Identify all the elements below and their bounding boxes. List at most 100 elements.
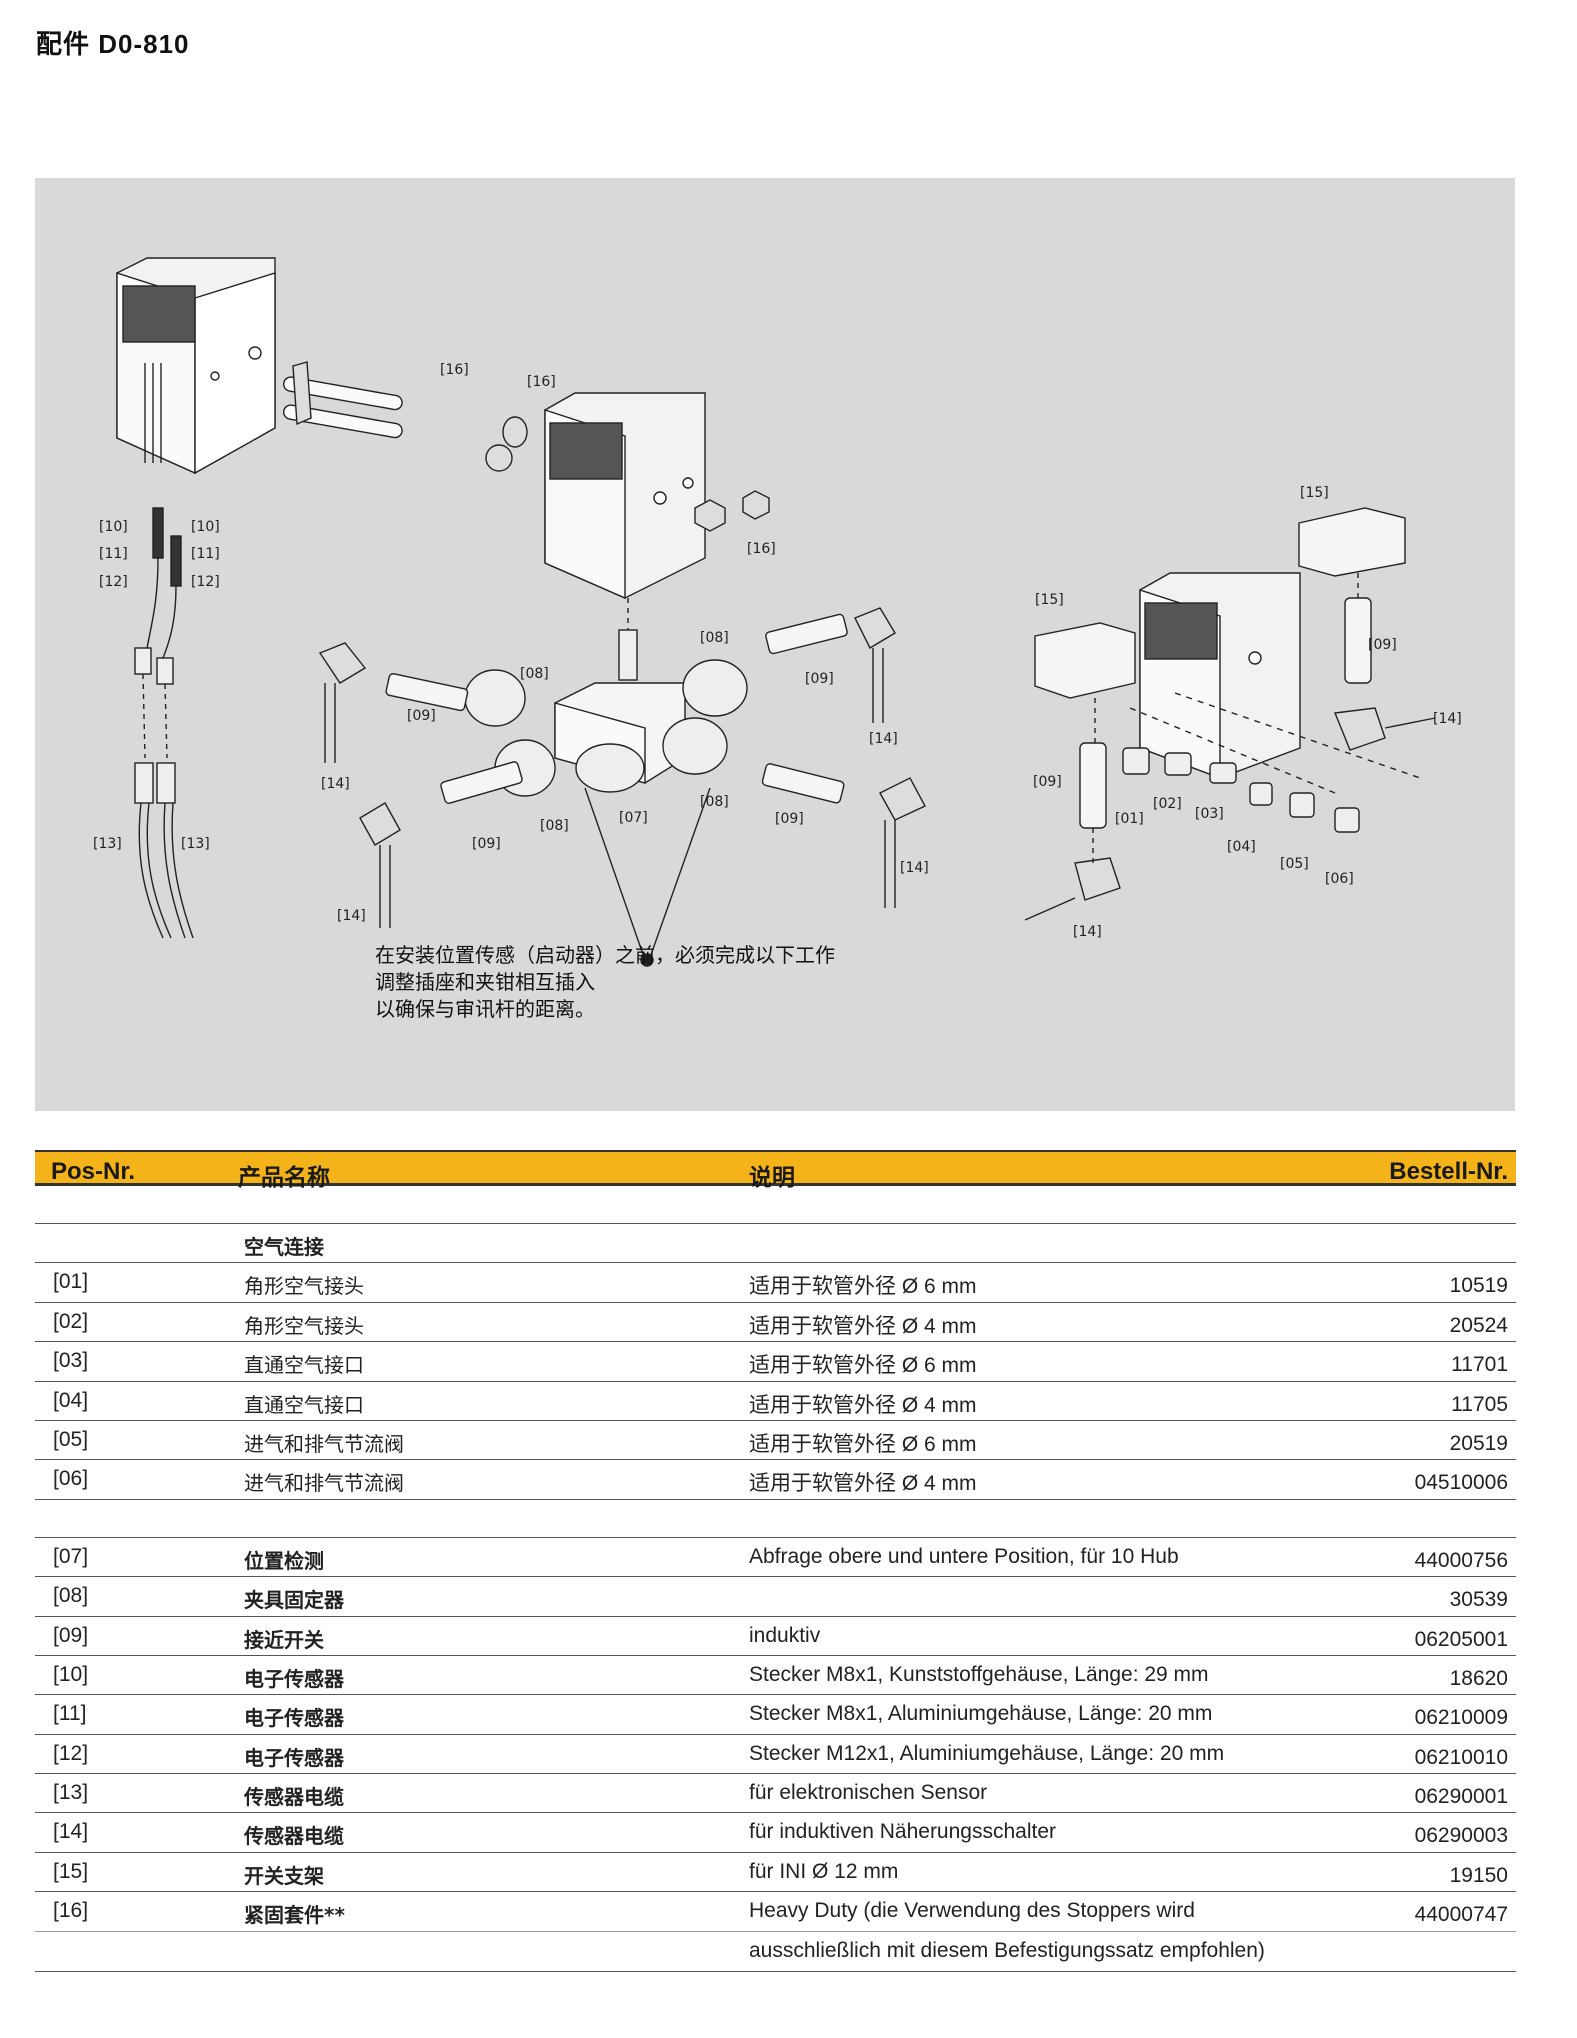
order-cell: 06290003 xyxy=(1414,1824,1508,1848)
desc-cell: 适用于软管外径 Ø 6 mm xyxy=(749,1432,977,1456)
callout-14: [14] xyxy=(869,731,898,747)
name-cell: 传感器电缆 xyxy=(244,1785,344,1810)
header-order-number: Bestell-Nr. xyxy=(1389,1158,1508,1185)
callout-14: [14] xyxy=(1433,711,1462,727)
pos-cell: [11] xyxy=(53,1702,87,1726)
callout-16: [16] xyxy=(747,541,776,557)
pos-cell: [16] xyxy=(53,1899,89,1923)
pos-cell: [03] xyxy=(53,1349,89,1373)
callout-08: [08] xyxy=(700,630,729,646)
table-row: [10] 电子传感器 Stecker M8x1, Kunststoffgehäu… xyxy=(35,1654,1516,1694)
group-spacer xyxy=(35,1498,1516,1537)
right-assembly xyxy=(1024,507,1436,921)
pos-cell: [04] xyxy=(53,1388,89,1412)
callout-12: [12] xyxy=(191,574,220,590)
pos-cell: [10] xyxy=(53,1662,89,1686)
callout-07: [07] xyxy=(619,810,648,826)
order-cell: 44000756 xyxy=(1414,1548,1508,1572)
desc-cell: 适用于软管外径 Ø 6 mm xyxy=(749,1354,977,1378)
name-cell: 进气和排气节流阀 xyxy=(244,1431,404,1456)
desc-cell: Stecker M12x1, Aluminiumgehäuse, Länge: … xyxy=(749,1741,1225,1765)
pos-cell: [12] xyxy=(53,1741,89,1765)
callout-02: [02] xyxy=(1153,796,1182,812)
desc-cell: für induktiven Näherungsschalter xyxy=(749,1820,1057,1844)
order-cell: 11701 xyxy=(1451,1353,1508,1377)
desc-cell: Stecker M8x1, Aluminiumgehäuse, Länge: 2… xyxy=(749,1702,1213,1726)
table-row: [08] 夹具固定器 30539 xyxy=(35,1576,1516,1615)
table-row: [16] 紧固套件** Heavy Duty (die Verwendung d… xyxy=(35,1891,1516,1930)
parts-table: 空气连接 [01] 角形空气接头 适用于软管外径 Ø 6 mm 10519 [0… xyxy=(35,1223,1516,1972)
group-title: 空气连接 xyxy=(244,1235,324,1259)
callout-12: [12] xyxy=(99,574,128,590)
order-cell: 19150 xyxy=(1449,1863,1508,1887)
pos-cell: [08] xyxy=(53,1584,89,1608)
callout-05: [05] xyxy=(1280,856,1309,872)
callout-11: [11] xyxy=(99,546,128,562)
table-row: [03] 直通空气接口 适用于软管外径 Ø 6 mm 11701 xyxy=(35,1341,1516,1380)
callout-16: [16] xyxy=(527,374,556,390)
name-cell: 开关支架 xyxy=(244,1863,324,1888)
name-cell: 传感器电缆 xyxy=(244,1824,344,1849)
name-cell: 电子传感器 xyxy=(244,1666,344,1691)
position-detection-block xyxy=(464,629,748,797)
callout-13: [13] xyxy=(93,836,122,852)
desc-cell: Abfrage obere und untere Position, für 1… xyxy=(749,1544,1179,1568)
center-gripper-block xyxy=(544,392,770,600)
header-product-name: 产品名称 xyxy=(238,1165,330,1191)
callout-09: [09] xyxy=(1033,774,1062,790)
pos-cell: [14] xyxy=(53,1820,89,1844)
callout-15: [15] xyxy=(1300,485,1329,501)
order-cell: 06210010 xyxy=(1414,1745,1508,1769)
callout-09: [09] xyxy=(407,708,436,724)
callout-14: [14] xyxy=(337,908,366,924)
name-cell: 角形空气接头 xyxy=(244,1313,364,1338)
callout-16: [16] xyxy=(440,362,469,378)
header-pos-nr: Pos-Nr. xyxy=(51,1158,136,1185)
name-cell: 电子传感器 xyxy=(244,1706,344,1731)
table-row: [05] 进气和排气节流阀 适用于软管外径 Ø 6 mm 20519 xyxy=(35,1419,1516,1459)
callout-10: [10] xyxy=(191,519,220,535)
callout-09: [09] xyxy=(1368,637,1397,653)
pos-cell: [13] xyxy=(53,1781,89,1805)
desc-cell: Heavy Duty (die Verwendung des Stoppers … xyxy=(749,1899,1195,1923)
callout-08: [08] xyxy=(700,794,729,810)
name-cell: 接近开关 xyxy=(244,1627,324,1652)
header-description: 说明 xyxy=(749,1165,795,1191)
order-cell: 04510006 xyxy=(1414,1471,1508,1495)
order-cell: 06290001 xyxy=(1414,1785,1508,1809)
pos-cell: [09] xyxy=(53,1623,89,1647)
order-cell: 10519 xyxy=(1449,1274,1508,1298)
order-cell: 44000747 xyxy=(1414,1903,1508,1927)
callout-03: [03] xyxy=(1195,806,1224,822)
table-row: [02] 角形空气接头 适用于软管外径 Ø 4 mm 20524 xyxy=(35,1301,1516,1341)
pos-cell: [05] xyxy=(53,1427,89,1451)
callout-14: [14] xyxy=(900,860,929,876)
callout-14: [14] xyxy=(321,776,350,792)
desc-cell: induktiv xyxy=(749,1623,821,1647)
table-row-continuation: ausschließlich mit diesem Befestigungssa… xyxy=(35,1930,1516,1971)
desc-cell: 适用于软管外径 Ø 4 mm xyxy=(749,1472,977,1496)
table-row: [01] 角形空气接头 适用于软管外径 Ø 6 mm 10519 xyxy=(35,1262,1516,1301)
left-gripper-block xyxy=(116,257,276,475)
table-row: [13] 传感器电缆 für elektronischen Sensor 062… xyxy=(35,1773,1516,1812)
order-cell: 20519 xyxy=(1449,1431,1508,1455)
desc-cell: Stecker M8x1, Kunststoffgehäuse, Länge: … xyxy=(749,1662,1209,1686)
table-row: [06] 进气和排气节流阀 适用于软管外径 Ø 4 mm 04510006 xyxy=(35,1459,1516,1498)
callout-14: [14] xyxy=(1073,924,1102,940)
callout-08: [08] xyxy=(540,818,569,834)
installation-note-line-3: 以确保与审讯杆的距离。 xyxy=(375,997,595,1021)
exploded-view-figure: [16] [16] [16] [10] [11] [12] [10] [11] … xyxy=(35,178,1515,1111)
callout-09: [09] xyxy=(805,671,834,687)
pos-cell: [06] xyxy=(53,1467,89,1491)
name-cell: 位置检测 xyxy=(244,1548,324,1573)
group-title-row: 空气连接 xyxy=(35,1223,1516,1262)
desc-continuation: ausschließlich mit diesem Befestigungssa… xyxy=(749,1938,1265,1962)
name-cell: 紧固套件** xyxy=(244,1903,345,1928)
order-cell: 30539 xyxy=(1449,1588,1508,1612)
name-cell: 电子传感器 xyxy=(244,1745,344,1770)
name-cell: 直通空气接口 xyxy=(244,1392,364,1417)
table-row: [07] 位置检测 Abfrage obere und untere Posit… xyxy=(35,1536,1516,1576)
callout-09: [09] xyxy=(472,836,501,852)
table-row: [14] 传感器电缆 für induktiven Näherungsschal… xyxy=(35,1812,1516,1851)
table-row: [15] 开关支架 für INI Ø 12 mm 19150 xyxy=(35,1851,1516,1891)
